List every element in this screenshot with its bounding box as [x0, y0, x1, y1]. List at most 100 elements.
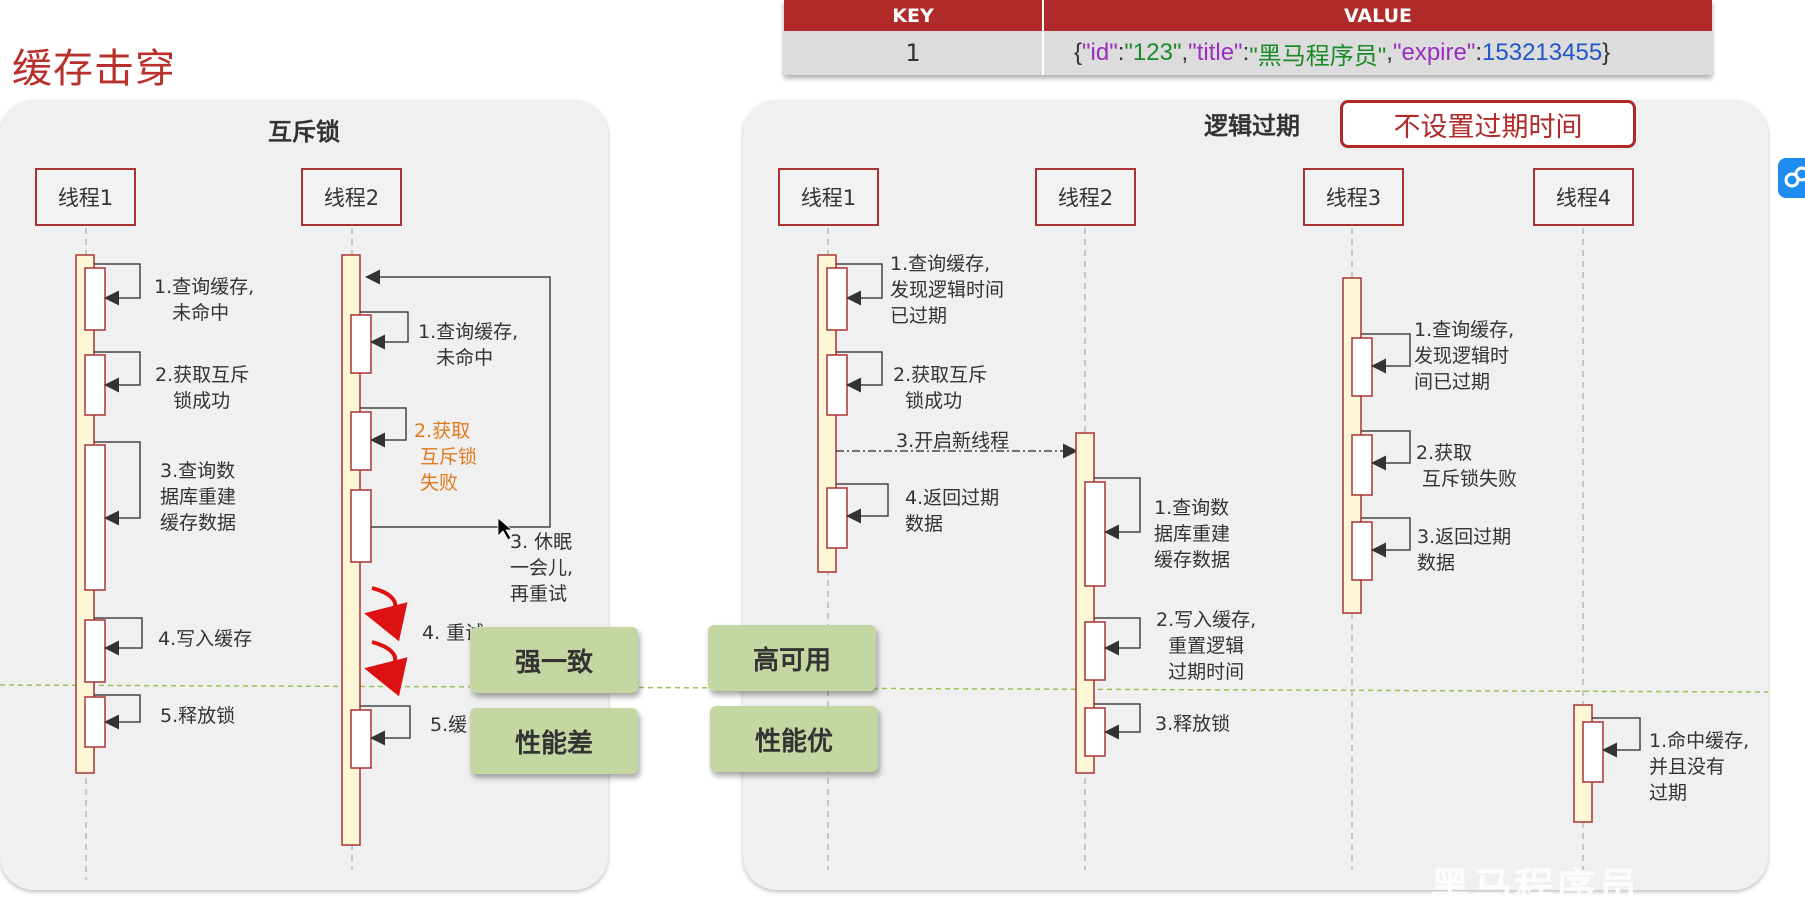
self-arrow [360, 705, 411, 746]
table-row: 1 { "id" : "123" , "title" : "黑马程序员" , "… [784, 31, 1712, 75]
self-arrow [94, 441, 141, 526]
strong-consistency-tag: 强一致 [470, 627, 638, 693]
retry-curl-icon [364, 640, 408, 697]
step-label: 1.查询缓存, 发现逻辑时 间已过期 [1414, 319, 1515, 393]
self-arrow [1094, 477, 1141, 540]
value-part: 153213455 [1482, 39, 1603, 66]
page-title: 缓存击穿 [12, 46, 176, 92]
step-label: 2.写入缓存, 重置逻辑 过期时间 [1156, 609, 1257, 683]
step-label: 3. 休眠 一会儿, 再重试 [510, 531, 574, 605]
activation-box [826, 354, 848, 416]
activation-box [84, 354, 106, 416]
mutex-panel-title: 互斥锁 [268, 118, 340, 146]
right-thread1-arrows [836, 263, 1078, 524]
self-arrow [836, 263, 883, 306]
right-thread2-box: 线程2 [1035, 168, 1136, 226]
value-part: : [1242, 39, 1250, 66]
right-thread4-activations [1573, 704, 1604, 823]
value-part: "expire" [1392, 39, 1476, 66]
value-header: VALUE [1344, 4, 1412, 27]
activation-box [1351, 521, 1373, 581]
step-label: 1.查询数 据库重建 缓存数据 [1154, 497, 1231, 571]
key-header: KEY [784, 0, 1044, 31]
activation-box [1084, 481, 1106, 587]
step-label: 2.获取互斥 锁成功 [155, 364, 250, 412]
value-part: : [1117, 39, 1125, 66]
right-thread4-box: 线程4 [1533, 168, 1634, 226]
value-part: , [1386, 39, 1393, 66]
value-part: : [1475, 39, 1483, 66]
value-part: } [1602, 39, 1611, 66]
retry-loop-arrow [365, 269, 551, 528]
step-label: 3.释放锁 [1155, 713, 1231, 735]
self-arrow [836, 351, 883, 393]
right-thread3-activations [1342, 277, 1373, 614]
activation-box [350, 411, 372, 471]
self-arrow [94, 263, 141, 306]
self-arrow [1361, 333, 1411, 374]
logical-expire-panel-title: 逻辑过期 [1204, 112, 1300, 140]
step-label: 3.返回过期 数据 [1417, 526, 1512, 574]
divider-line [0, 684, 1769, 693]
right-thread2-arrows [1094, 477, 1141, 740]
step-label: 1.查询缓存, 发现逻辑时间 已过期 [890, 253, 1005, 327]
value-part: { [1074, 39, 1083, 66]
activation-box [1351, 337, 1373, 397]
self-arrow [1094, 617, 1141, 656]
left-thread1-activations [75, 254, 106, 774]
good-performance-tag: 性能优 [710, 706, 878, 772]
activation-box [84, 696, 106, 748]
activation-box [1084, 707, 1106, 757]
right-thread3-arrows [1361, 333, 1411, 558]
right-thread1-box: 线程1 [778, 168, 879, 226]
link-icon [1784, 166, 1805, 188]
step-label-failed: 2.获取 互斥锁 失败 [414, 420, 478, 494]
retry-curl-icon [364, 586, 408, 642]
step-label: 5.释放锁 [160, 705, 236, 727]
step-label: 4.返回过期 数据 [905, 487, 1000, 535]
step-label: 3.查询数 据库重建 缓存数据 [160, 460, 237, 534]
share-widget-icon[interactable] [1778, 158, 1805, 198]
step-label: 1.命中缓存, 并且没有 过期 [1649, 730, 1750, 804]
value-part: "123" [1124, 39, 1182, 66]
self-arrow [94, 351, 141, 393]
activation-box [350, 489, 372, 563]
right-thread3-box: 线程3 [1303, 168, 1404, 226]
activation-box [826, 267, 848, 331]
self-arrow [360, 311, 409, 350]
activation-box [350, 314, 372, 374]
activation-box [826, 487, 848, 549]
key-cell: 1 [784, 31, 1044, 75]
self-arrow [1094, 703, 1141, 740]
activation-box [1351, 434, 1373, 496]
self-arrow [94, 617, 143, 656]
retry-curl-icons [364, 586, 408, 697]
step-label: 5.缓 [430, 714, 468, 736]
step-label: 1.查询缓存, 未命中 [154, 276, 255, 324]
self-arrow [836, 483, 889, 524]
left-thread2-arrows [360, 269, 551, 746]
value-part: "title" [1188, 39, 1243, 66]
step-label: 1.查询缓存, 未命中 [418, 321, 519, 369]
poor-performance-tag: 性能差 [470, 708, 638, 774]
left-thread2-box: 线程2 [301, 168, 402, 226]
activation-box [350, 709, 372, 769]
value-part: , [1181, 39, 1189, 66]
watermark: 黑马程序员 [1430, 865, 1640, 911]
right-thread1-activations [817, 254, 848, 573]
value-part: "id" [1082, 39, 1118, 66]
right-thread4-arrows [1592, 717, 1641, 758]
left-thread2-activations [341, 254, 372, 846]
self-arrow [94, 694, 141, 730]
message-label: 3.开启新线程 [896, 430, 1010, 452]
left-thread1-box: 线程1 [35, 168, 136, 226]
key-value-table: KEY VALUE 1 { "id" : "123" , "title" : "… [784, 0, 1712, 75]
right-thread2-activations [1075, 432, 1106, 774]
left-thread1-self-arrows [94, 263, 143, 730]
activation-box [84, 619, 106, 683]
self-arrow [1592, 717, 1641, 758]
mouse-cursor-icon [497, 517, 514, 541]
self-arrow [1361, 430, 1411, 471]
activation-box [1582, 721, 1604, 783]
